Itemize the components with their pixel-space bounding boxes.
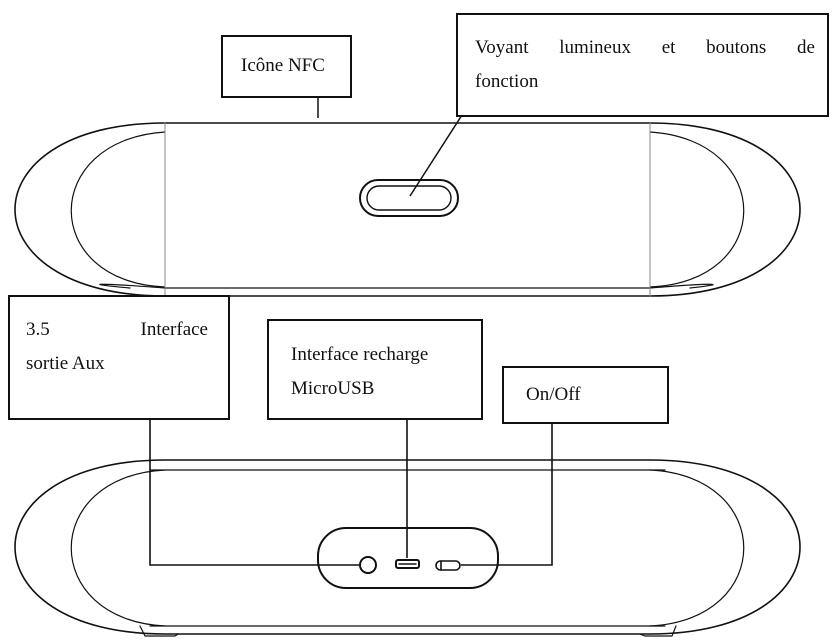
usb-label-line1: Interface recharge — [291, 344, 429, 365]
power-switch — [435, 560, 461, 571]
nfc-callout: Icône NFC — [221, 35, 352, 98]
voyant-leader-line — [409, 114, 463, 197]
speaker-back-rim-right — [649, 469, 745, 627]
onoff-label: On/Off — [526, 384, 581, 405]
aux-callout: 3.5 Interface sortie Aux — [8, 295, 230, 420]
usb-label-line2: MicroUSB — [291, 378, 375, 399]
function-button-inner — [366, 185, 452, 211]
aux-label-line2: sortie Aux — [26, 353, 105, 374]
speaker-top-rim — [99, 283, 714, 289]
usb-callout: Interface recharge MicroUSB — [267, 319, 483, 420]
port-panel — [317, 527, 499, 589]
speaker-back-view — [14, 459, 801, 637]
speaker-foot-left — [139, 625, 179, 637]
voyant-callout: Voyant lumineux et boutons de fonction — [456, 13, 829, 117]
micro-usb-port — [395, 559, 420, 569]
speaker-back-rim-left — [70, 469, 166, 627]
back-leader-lines — [149, 419, 553, 566]
voyant-label-line2: fonction — [475, 71, 539, 92]
voyant-label-line1: Voyant lumineux et boutons de — [475, 37, 815, 58]
aux-jack-port — [359, 556, 377, 574]
function-button-outer — [359, 179, 459, 217]
top-leader-lines — [317, 98, 463, 197]
speaker-top-rim-right — [649, 131, 745, 288]
nfc-label: Icône NFC — [241, 55, 325, 76]
speaker-foot-right — [639, 625, 677, 637]
aux-label-line1: 3.5 Interface — [26, 319, 208, 340]
onoff-leader-line — [461, 424, 553, 566]
onoff-callout: On/Off — [502, 366, 669, 424]
aux-leader-line — [149, 419, 360, 566]
speaker-back-outline — [14, 459, 801, 635]
speaker-top-view — [14, 122, 801, 297]
speaker-top-rim-left — [70, 131, 166, 288]
